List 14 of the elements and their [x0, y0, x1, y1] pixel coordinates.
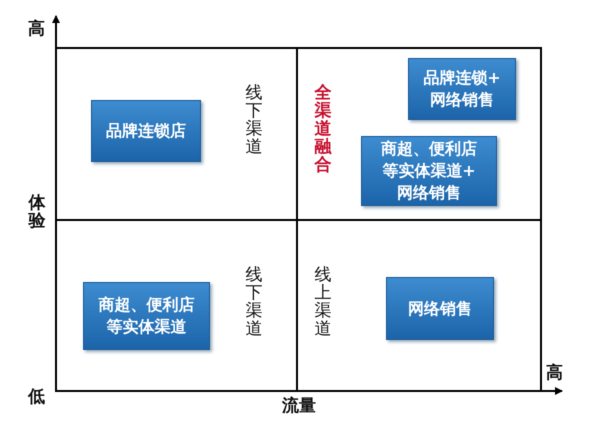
axis-label: 体验: [28, 194, 46, 230]
quadrant-label: 线上渠道: [314, 266, 332, 338]
category-box: 品牌连锁+网络销售: [408, 58, 516, 120]
axis-label: 流量: [282, 397, 316, 415]
axis-label: 低: [28, 388, 45, 406]
axis-label: 高: [546, 364, 563, 382]
quadrant-label: 全渠道融合: [314, 84, 332, 174]
category-box: 商超、便利店等实体渠道+网络销售: [361, 136, 497, 206]
quadrant-label: 线下渠道: [245, 266, 263, 338]
axis-label: 高: [28, 20, 45, 38]
category-box: 网络销售: [386, 277, 494, 340]
category-box: 品牌连锁店: [91, 100, 201, 162]
quadrant-label: 线下渠道: [245, 84, 263, 156]
category-box: 商超、便利店等实体渠道: [83, 282, 210, 350]
